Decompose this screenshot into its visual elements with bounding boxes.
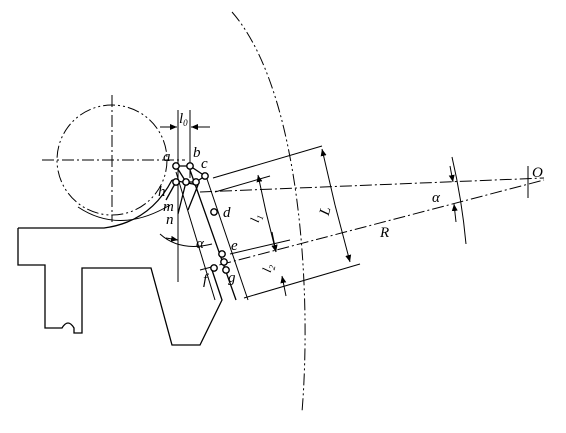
alpha-arrow-bottom bbox=[451, 203, 458, 223]
label-b: b bbox=[193, 145, 201, 161]
point-h bbox=[172, 178, 180, 186]
dim-ext-low bbox=[229, 239, 291, 255]
point-e bbox=[218, 250, 226, 258]
point-a bbox=[172, 162, 180, 170]
point-n bbox=[192, 178, 200, 186]
point-b bbox=[186, 162, 194, 170]
label-l2: l2 bbox=[259, 262, 278, 275]
dim-ext-bottom bbox=[243, 263, 361, 299]
label-d: d bbox=[223, 205, 231, 221]
label-alpha-left: α bbox=[196, 236, 205, 252]
label-n: n bbox=[166, 212, 174, 228]
label-O: O bbox=[532, 165, 543, 181]
label-alpha-right: α bbox=[432, 190, 441, 206]
label-l1: l1 bbox=[247, 212, 266, 224]
point-c bbox=[201, 172, 209, 180]
point-e2 bbox=[220, 258, 228, 266]
label-m: m bbox=[163, 199, 174, 215]
slant-guide-3 bbox=[205, 175, 249, 301]
L-dim-line-a bbox=[320, 148, 336, 206]
label-f: f bbox=[203, 272, 209, 288]
label-g: g bbox=[228, 270, 236, 286]
point-m bbox=[182, 178, 190, 186]
slant-guide-2 bbox=[189, 169, 237, 301]
label-l0: l0 bbox=[179, 111, 188, 128]
guide-curve bbox=[77, 204, 171, 221]
link-m-n bbox=[177, 181, 187, 215]
l2-dim-line-a bbox=[271, 231, 278, 253]
label-R: R bbox=[379, 225, 389, 241]
alpha-arc-left bbox=[159, 233, 213, 247]
point-d bbox=[210, 208, 218, 216]
l2-dim-line-b bbox=[280, 275, 287, 297]
alpha-arrow-top bbox=[448, 165, 455, 183]
point-g bbox=[222, 266, 230, 274]
centerline-to-O-top bbox=[199, 177, 545, 193]
base-profile bbox=[17, 179, 223, 346]
alpha-arrow-left bbox=[165, 235, 179, 242]
label-L: L bbox=[317, 205, 335, 218]
centerline-to-O-bottom bbox=[199, 179, 545, 271]
dim-ext-top bbox=[212, 145, 323, 179]
alpha-arc-right bbox=[451, 156, 467, 245]
label-h: h bbox=[158, 184, 166, 200]
label-c: c bbox=[201, 156, 208, 172]
l1-dim-line-a bbox=[256, 174, 267, 213]
L-dim-line-b bbox=[334, 204, 352, 263]
label-a: a bbox=[163, 149, 171, 165]
large-pitch-arc bbox=[231, 11, 306, 413]
label-e: e bbox=[231, 238, 238, 254]
point-f bbox=[210, 264, 218, 272]
